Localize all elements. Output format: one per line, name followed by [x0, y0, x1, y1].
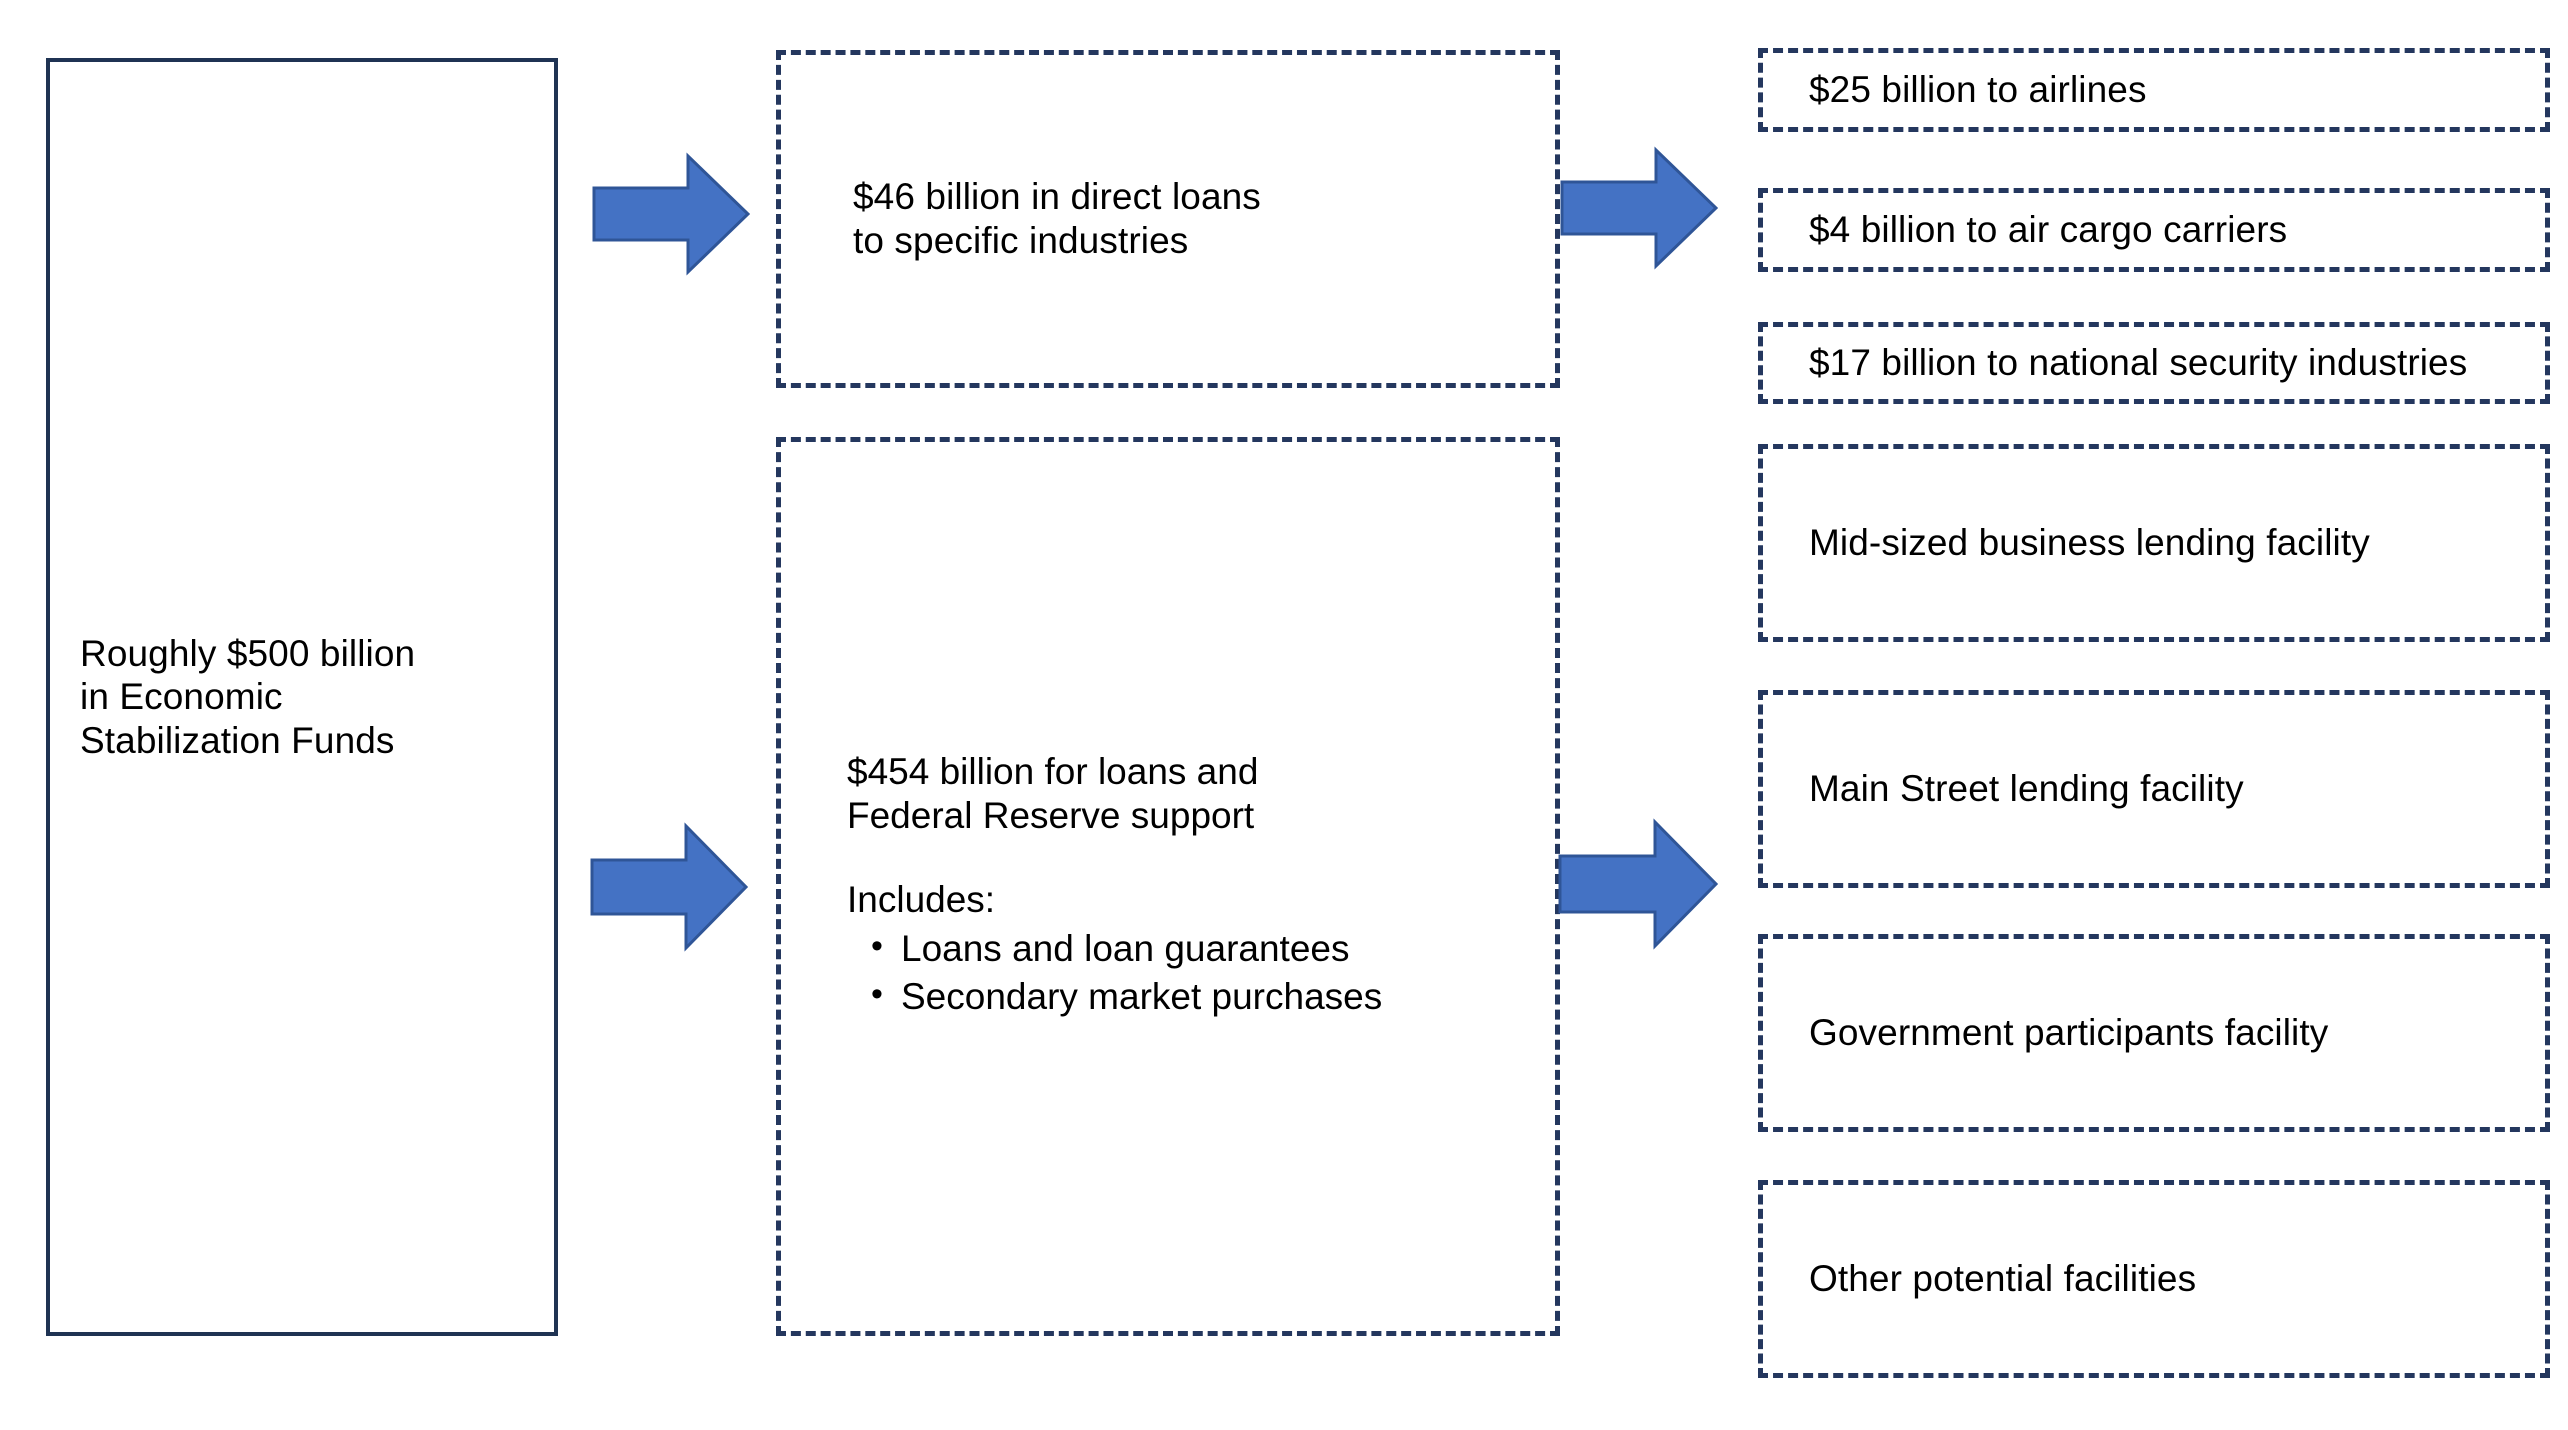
- mid-sized-business-facility-box[interactable]: Mid-sized business lending facility: [1758, 444, 2550, 642]
- includes-list: Loans and loan guarantees Secondary mark…: [847, 926, 1382, 1019]
- arrow-source-to-direct-loans-icon: [592, 152, 750, 276]
- mid-sized-business-facility-label: Mid-sized business lending facility: [1809, 522, 2370, 564]
- arrow-source-to-fed-support-icon: [590, 822, 748, 952]
- other-potential-facilities-label: Other potential facilities: [1809, 1258, 2197, 1300]
- main-street-facility-label: Main Street lending facility: [1809, 768, 2244, 810]
- content-spacer: [847, 838, 1382, 878]
- air-cargo-allocation-label: $4 billion to air cargo carriers: [1809, 209, 2288, 251]
- arrow-fed-support-to-facilities-icon: [1558, 818, 1718, 950]
- fed-reserve-support-heading: $454 billion for loans and Federal Reser…: [847, 751, 1259, 837]
- airlines-allocation-label: $25 billion to airlines: [1809, 69, 2147, 111]
- direct-loans-label: $46 billion in direct loans to specific …: [853, 176, 1261, 261]
- includes-label: Includes:: [847, 878, 996, 920]
- national-security-allocation-label: $17 billion to national security industr…: [1809, 342, 2468, 384]
- national-security-allocation-box[interactable]: $17 billion to national security industr…: [1758, 322, 2550, 404]
- air-cargo-allocation-box[interactable]: $4 billion to air cargo carriers: [1758, 188, 2550, 272]
- source-funds-label: Roughly $500 billion in Economic Stabili…: [80, 632, 416, 761]
- includes-list-item: Loans and loan guarantees: [871, 926, 1382, 971]
- direct-loans-box[interactable]: $46 billion in direct loans to specific …: [776, 50, 1560, 388]
- government-participants-facility-label: Government participants facility: [1809, 1012, 2329, 1054]
- government-participants-facility-box[interactable]: Government participants facility: [1758, 934, 2550, 1132]
- main-street-facility-box[interactable]: Main Street lending facility: [1758, 690, 2550, 888]
- fed-reserve-support-content: $454 billion for loans and Federal Reser…: [781, 750, 1402, 1022]
- arrow-direct-loans-to-industries-icon: [1560, 146, 1718, 270]
- source-funds-box[interactable]: Roughly $500 billion in Economic Stabili…: [46, 58, 558, 1336]
- includes-list-item: Secondary market purchases: [871, 974, 1382, 1019]
- other-potential-facilities-box[interactable]: Other potential facilities: [1758, 1180, 2550, 1378]
- fed-reserve-support-box[interactable]: $454 billion for loans and Federal Reser…: [776, 437, 1560, 1336]
- airlines-allocation-box[interactable]: $25 billion to airlines: [1758, 48, 2550, 132]
